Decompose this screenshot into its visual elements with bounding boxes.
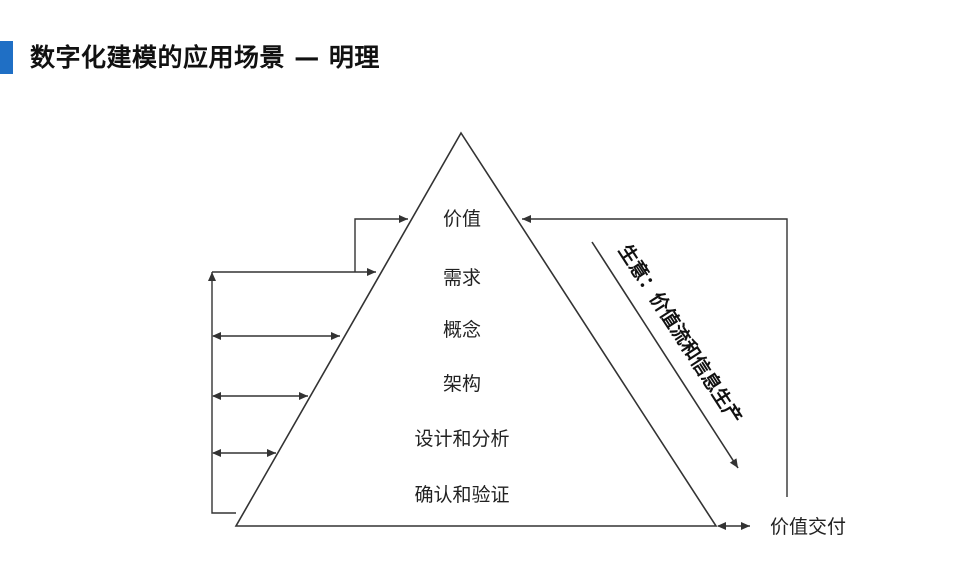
layer-label-verification-validation: 确认和验证: [414, 484, 509, 506]
feedback-line-main-bus: [208, 272, 236, 514]
layer-label-design-analysis: 设计和分析: [414, 428, 509, 450]
layer-label-concept: 概念: [443, 318, 481, 341]
pyramid-triangle: [234, 131, 718, 527]
layer-label-architecture: 架构: [443, 373, 481, 395]
layer-label-value: 价值: [443, 208, 481, 230]
feedback-line-upper-loop: [354, 215, 408, 272]
value-return-line: [522, 215, 788, 497]
page-title: 数字化建模的应用场景 — 明理: [30, 43, 380, 72]
layer-label-requirements: 需求: [443, 267, 481, 289]
value-delivery-label: 价值交付: [770, 516, 846, 538]
title-accent-bar: [0, 41, 13, 74]
business-flow-arrow: [591, 241, 739, 469]
